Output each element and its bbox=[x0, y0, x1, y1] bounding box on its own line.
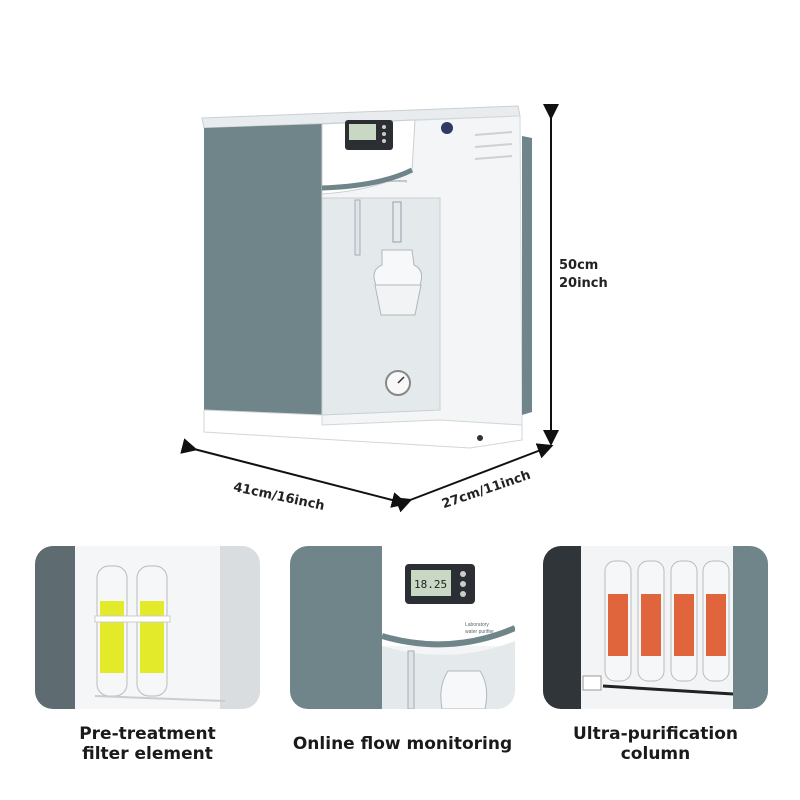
pretreatment-caption: Pre-treatment filter element bbox=[35, 724, 260, 764]
water-purifier-image: Laboratory bbox=[201, 105, 532, 449]
device-label-line2: water purifier bbox=[465, 629, 494, 635]
ultra-purification-photo bbox=[543, 546, 768, 709]
pretreatment-filter-photo bbox=[35, 546, 260, 709]
ultra-purification-caption-line1: Ultra-purification bbox=[572, 724, 739, 744]
pretreatment-caption-line2: filter element bbox=[82, 744, 213, 764]
svg-text:Laboratory: Laboratory bbox=[388, 178, 407, 183]
lcd-reading: 18.25 bbox=[414, 578, 447, 591]
flow-monitoring-caption-line1: Online flow monitoring bbox=[292, 734, 513, 754]
ultra-purification-caption-line2: column bbox=[620, 744, 691, 764]
flow-monitoring-caption: Online flow monitoring bbox=[270, 734, 535, 754]
device-label-line1: Laboratory bbox=[465, 622, 489, 628]
flow-monitoring-photo: 18.25 Laboratory water purifier bbox=[290, 546, 515, 709]
height-cm: 50cm bbox=[559, 258, 599, 273]
ultra-purification-caption: Ultra-purification column bbox=[543, 724, 768, 764]
height-label: 50cm 20inch bbox=[559, 258, 608, 291]
pretreatment-caption-line1: Pre-treatment bbox=[79, 724, 216, 744]
height-inch: 20inch bbox=[559, 276, 608, 291]
